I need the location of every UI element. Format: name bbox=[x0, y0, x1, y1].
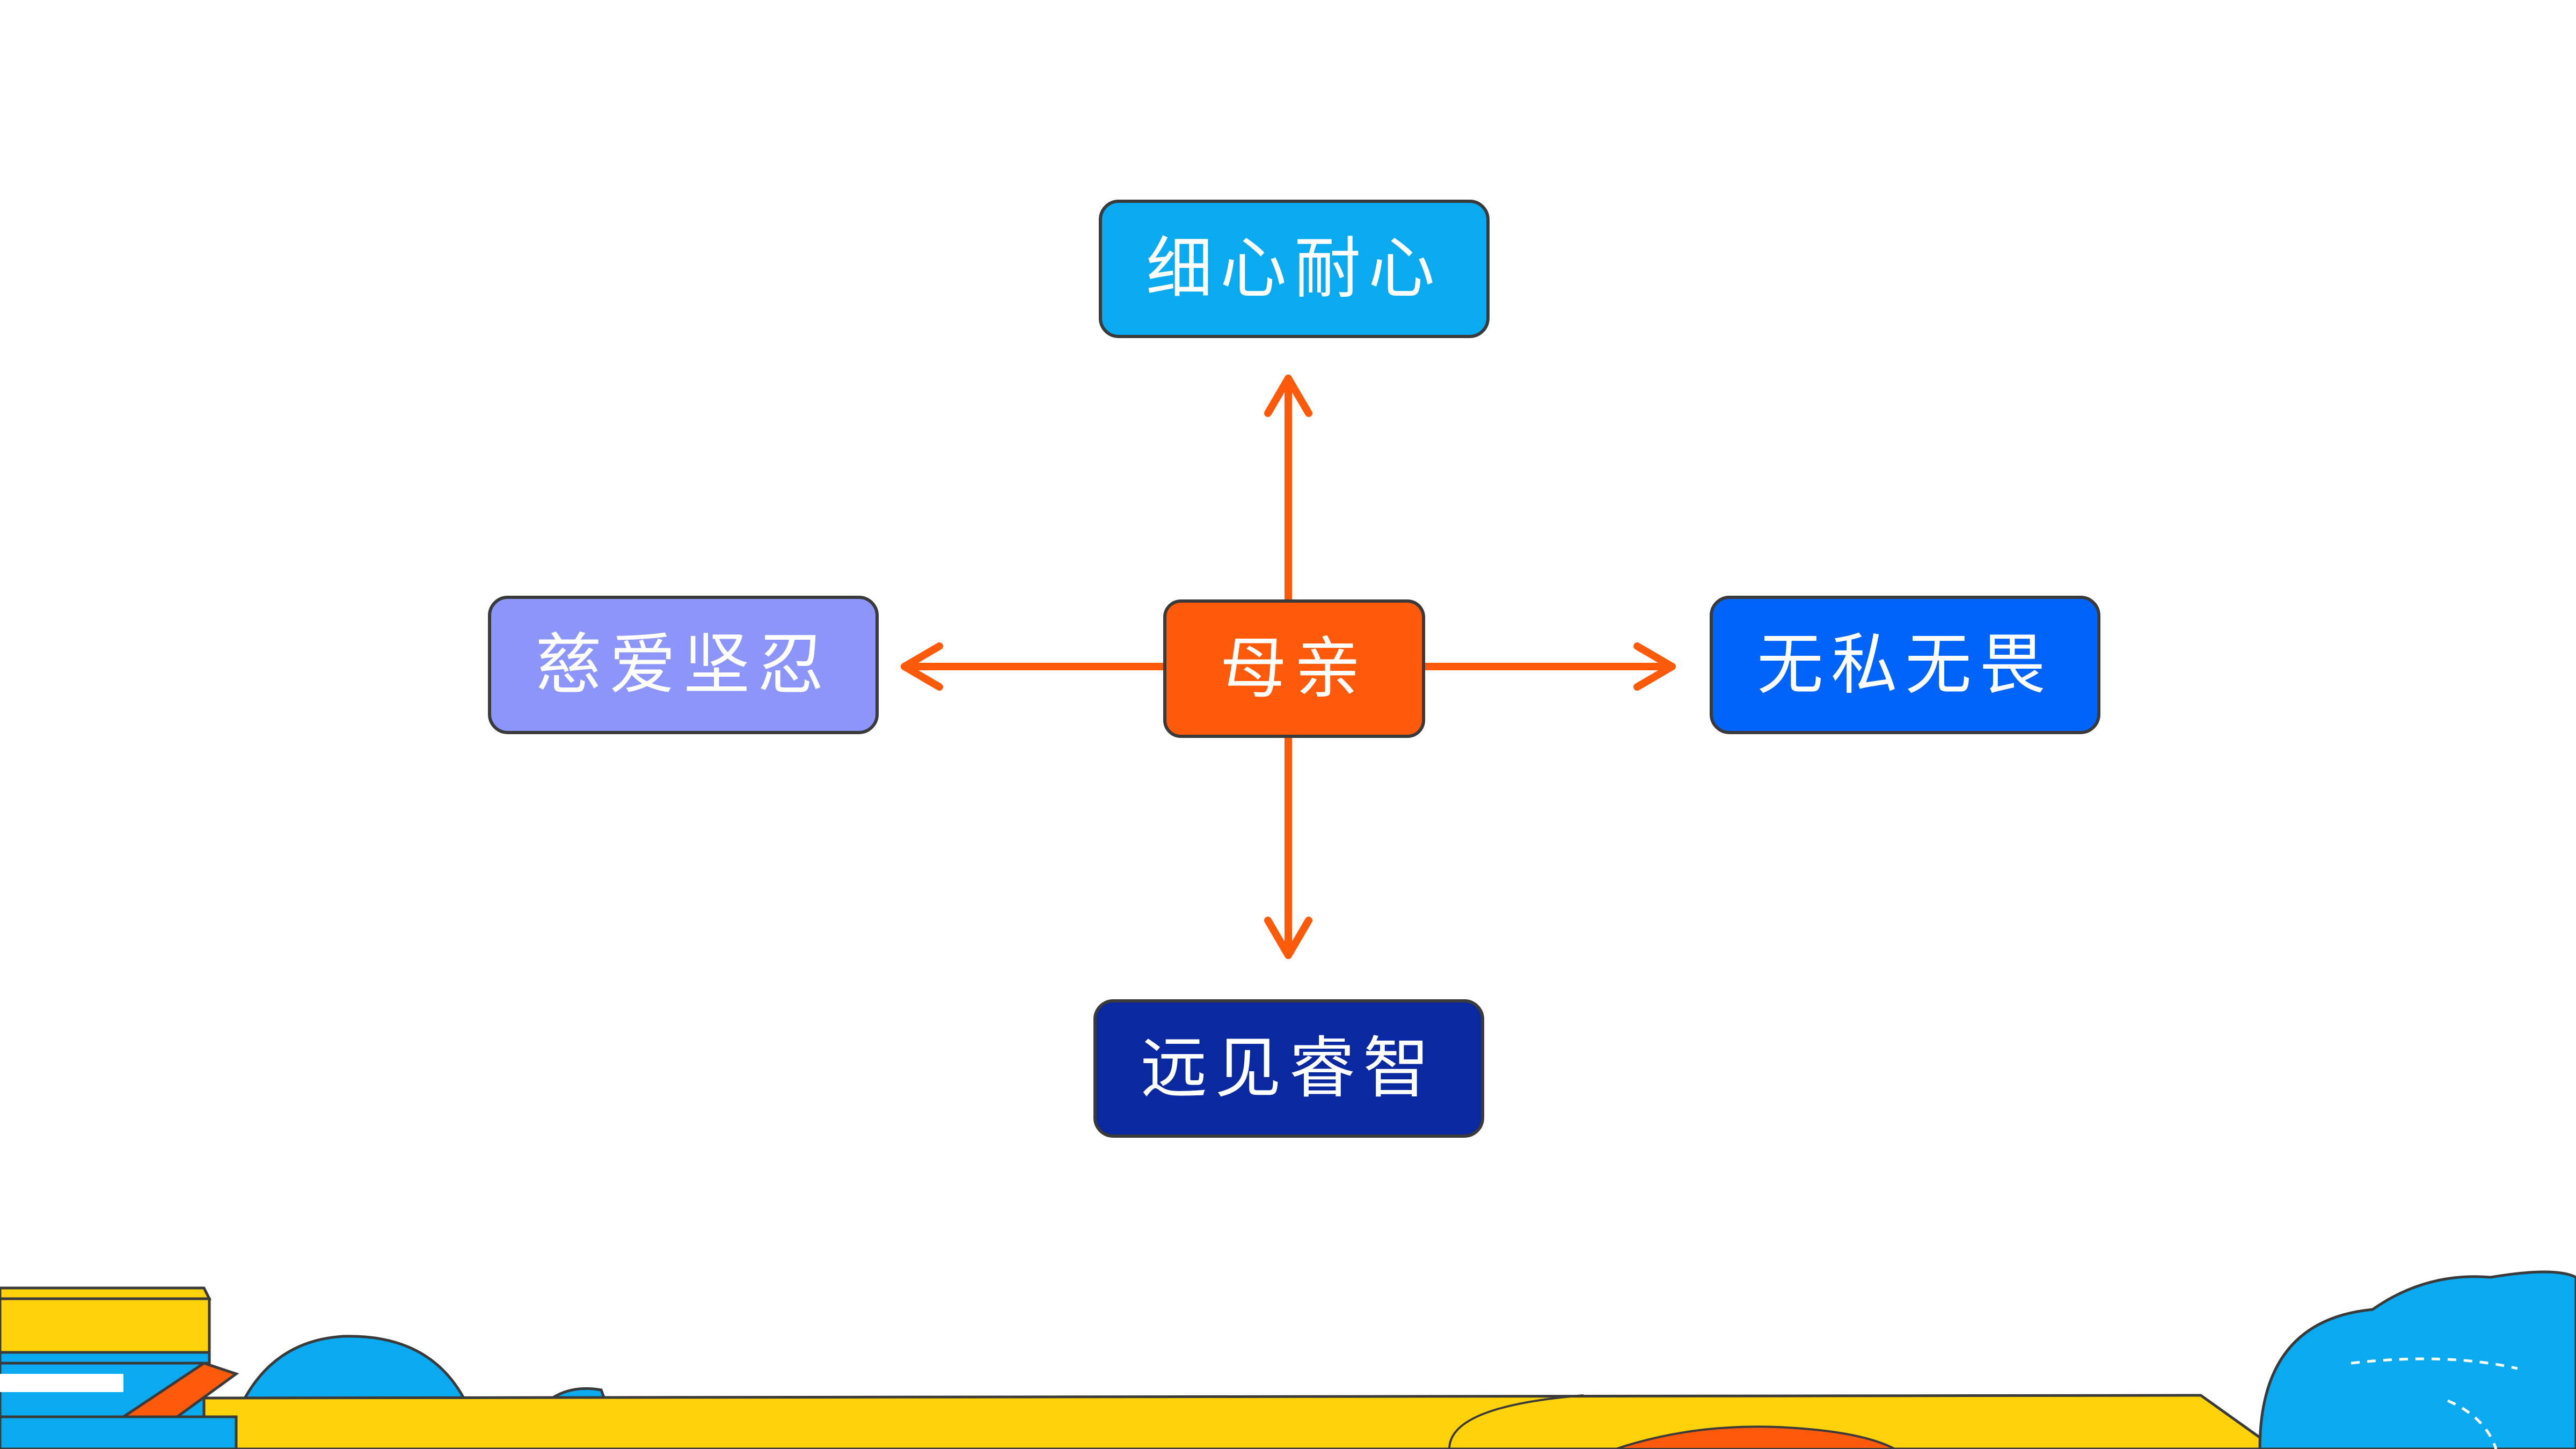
orange-mat-illustration bbox=[1615, 1425, 1895, 1449]
node-left-label: 慈爱坚忍 bbox=[535, 626, 831, 704]
ground-curve-illustration bbox=[1448, 1394, 1584, 1449]
arrow-down-head bbox=[1264, 917, 1312, 959]
node-center: 母亲 bbox=[1163, 599, 1425, 738]
node-right-box bbox=[1710, 596, 2100, 734]
node-top-label: 细心耐心 bbox=[1146, 230, 1442, 308]
node-bottom-box bbox=[1093, 999, 1484, 1138]
node-bottom-label: 远见睿智 bbox=[1141, 1030, 1437, 1107]
node-right: 无私无畏 bbox=[1710, 596, 2100, 734]
bottom-decoration bbox=[0, 1270, 2576, 1449]
node-bottom: 远见睿智 bbox=[1093, 999, 1484, 1138]
node-left-box bbox=[488, 596, 879, 734]
arrow-right-head bbox=[1633, 642, 1676, 691]
node-center-label: 母亲 bbox=[1220, 630, 1368, 707]
arrow-up-head bbox=[1264, 375, 1312, 417]
node-top: 细心耐心 bbox=[1099, 200, 1490, 338]
cloud-right-dashed-line bbox=[2351, 1357, 2518, 1449]
arrow-left-head bbox=[901, 642, 943, 691]
node-top-box bbox=[1099, 200, 1490, 338]
node-center-box bbox=[1163, 599, 1425, 738]
book-stack-illustration bbox=[0, 1286, 239, 1449]
cloud-right-illustration bbox=[2258, 1270, 2576, 1449]
node-right-label: 无私无畏 bbox=[1757, 626, 2053, 704]
node-left: 慈爱坚忍 bbox=[488, 596, 879, 734]
ground-strip-illustration bbox=[202, 1394, 2279, 1449]
arrows bbox=[901, 375, 1676, 959]
